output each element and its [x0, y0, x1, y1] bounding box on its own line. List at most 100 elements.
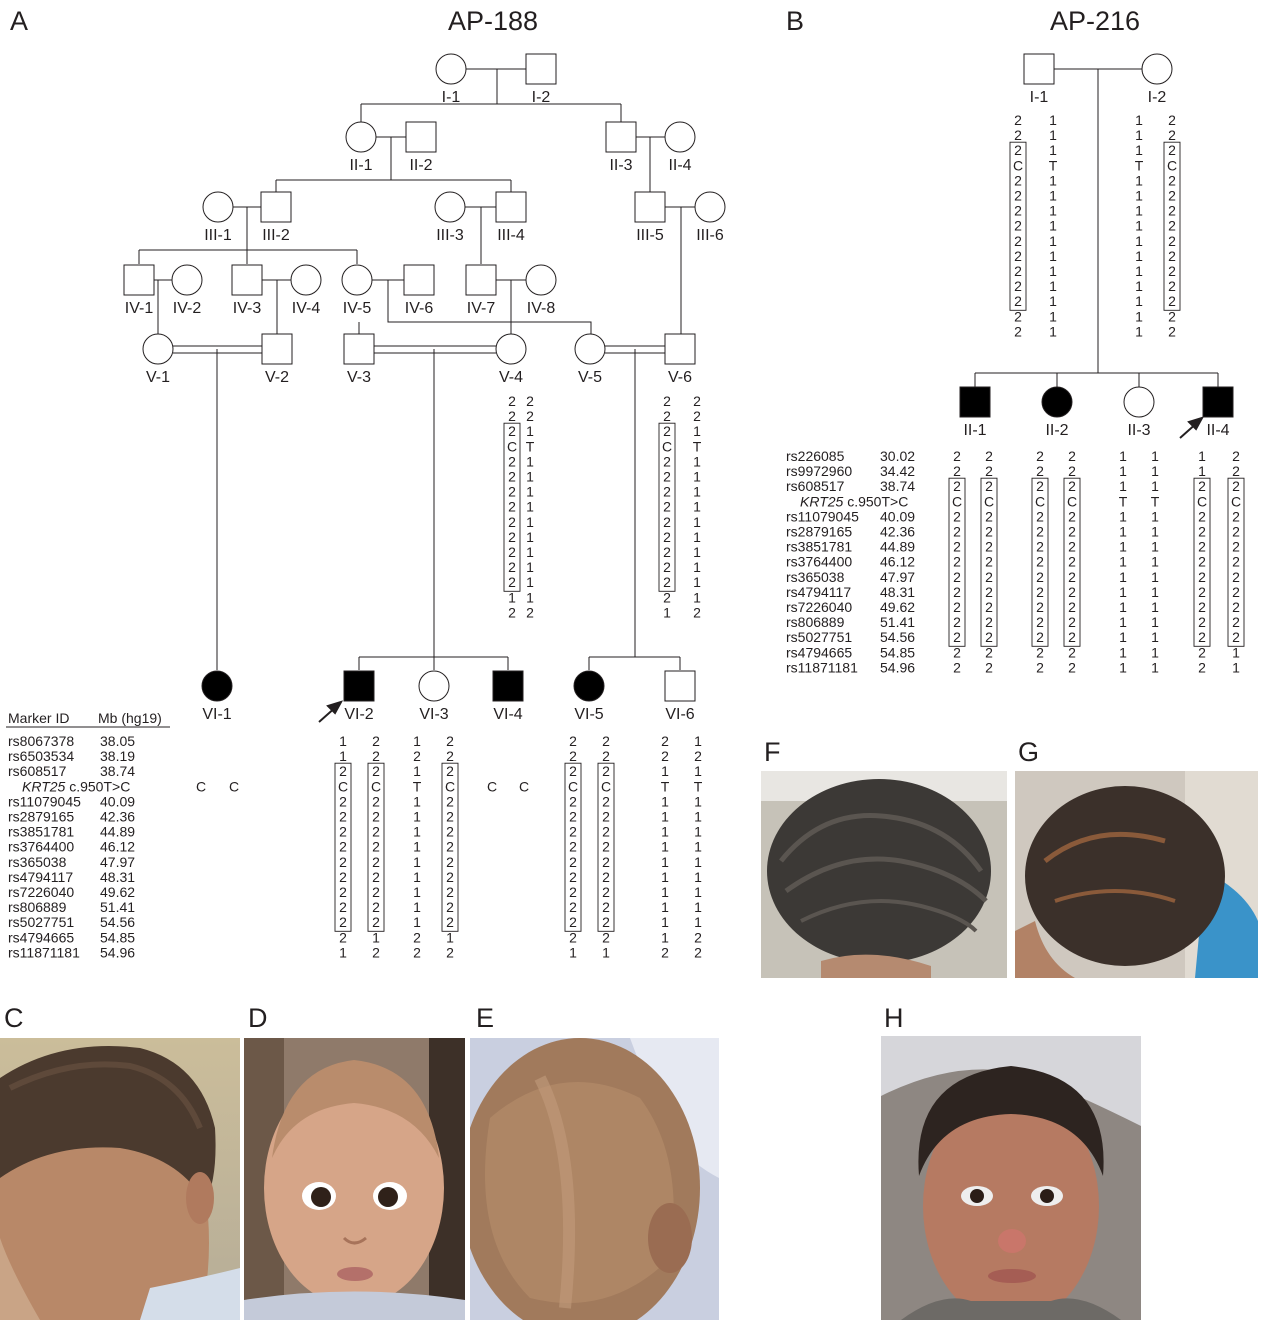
marker-mb: 40.09: [100, 793, 135, 809]
familyB-ii-3-allele: 1: [1151, 629, 1159, 645]
marker-mb: 49.62: [880, 599, 915, 615]
familyB-ii-2-allele: C: [1035, 493, 1045, 509]
familyA-vi-5-allele: 2: [602, 809, 610, 825]
familyB-i-1-allele: 1: [1049, 218, 1057, 234]
familyA-v-6-allele: 2: [663, 544, 671, 560]
familyA-vi-2-allele: 2: [372, 899, 380, 915]
familyB-ii-3-allele: 1: [1151, 599, 1159, 615]
familyB-i-2-allele: 1: [1135, 263, 1143, 279]
familyA-v-4-allele: 1: [526, 423, 534, 439]
familyB-ii-3-allele: 1: [1119, 524, 1127, 540]
familyA-vi-2-allele: 2: [372, 733, 380, 749]
fama-ii-3-label: II-3: [609, 157, 632, 174]
familyA-v-4-allele: 1: [526, 544, 534, 560]
marker-id: rs7226040: [786, 599, 852, 615]
familyB-ii-4-allele: 1: [1198, 448, 1206, 464]
familyB-ii-1-allele: 2: [953, 554, 961, 570]
familyA-vi-5-allele: 2: [602, 854, 610, 870]
fama-ii-3-male-symbol: [606, 122, 636, 152]
fama-ii-4-label: II-4: [668, 157, 691, 174]
fama-vi-5-label: VI-5: [574, 706, 603, 723]
panel-label-a: A: [10, 6, 28, 36]
familyA-vi-6-allele: 1: [694, 824, 702, 840]
familyB-i-1-allele: 1: [1049, 203, 1057, 219]
familyB-ii-3-allele: 1: [1119, 554, 1127, 570]
fama-i-1-label: I-1: [442, 89, 461, 106]
familyB-ii-2-allele: 2: [1068, 584, 1076, 600]
familyB-ii-4-allele: 2: [1198, 508, 1206, 524]
familyB-i-1-allele: 1: [1049, 233, 1057, 249]
familyB-i-1-allele: 2: [1014, 323, 1022, 339]
familyA-v-4-allele: T: [526, 438, 535, 454]
familyA-vi-3-allele: 2: [413, 944, 421, 960]
familyB-ii-3-allele: 1: [1151, 569, 1159, 585]
familyB-ii-1-allele: 2: [985, 584, 993, 600]
fama-v-4-label: V-4: [499, 369, 523, 386]
familyB-ii-3-allele: 1: [1119, 508, 1127, 524]
familyA-v-4-allele: 2: [508, 423, 516, 439]
familyA-v-4-allele: 1: [526, 453, 534, 469]
marker-mb: 40.09: [880, 508, 915, 524]
familyB-i-2-allele: 2: [1168, 127, 1176, 143]
fama-ii-1-label: II-1: [349, 157, 372, 174]
familyB-ii-3-allele: 1: [1151, 463, 1159, 479]
marker-id: rs7226040: [8, 884, 74, 900]
familyB-ii-2-allele: 2: [1036, 659, 1044, 675]
marker-mb: 30.02: [880, 448, 915, 464]
familyA-v-6-allele: 1: [693, 589, 701, 605]
familyA-vi-3-allele: 1: [413, 824, 421, 840]
familyB-ii-2-allele: 2: [1068, 478, 1076, 494]
familyB-ii-3-allele: 1: [1151, 614, 1159, 630]
familyB-ii-3-allele: 1: [1151, 448, 1159, 464]
familyA-vi-6-allele: 1: [694, 793, 702, 809]
familyA-v-6-allele: 2: [693, 393, 701, 409]
marker-header-mb: Mb (hg19): [98, 710, 162, 726]
familyA-v-6-allele: 2: [663, 408, 671, 424]
familyB-ii-2-allele: 2: [1036, 629, 1044, 645]
familyB-i-2-allele: 1: [1135, 188, 1143, 204]
familyA-v-4-allele: 2: [508, 408, 516, 424]
famb-i-2-label: I-2: [1148, 89, 1167, 106]
fama-i-2-label: I-2: [532, 89, 551, 106]
familyA-vi-2-allele: 2: [372, 748, 380, 764]
familyB-i-2-allele: 1: [1135, 218, 1143, 234]
familyA-vi-3-allele: 2: [446, 869, 454, 885]
familyB-i-1-allele: 1: [1049, 308, 1057, 324]
familyA-vi-6-allele: 1: [694, 854, 702, 870]
marker-row-krt25: KRT25 c.950T>C: [22, 778, 130, 794]
fama-iii-2-label: III-2: [262, 227, 290, 244]
familyA-vi-2-allele: 2: [372, 884, 380, 900]
fama-v-5-label: V-5: [578, 369, 602, 386]
familyB-i-2-allele: T: [1135, 157, 1144, 173]
familyB-i-1-allele: 2: [1014, 172, 1022, 188]
familyA-v-4-allele: 2: [508, 393, 516, 409]
familyB-i-1-allele: 2: [1014, 248, 1022, 264]
familyB-i-2-allele: 2: [1168, 323, 1176, 339]
familyA-vi-5-allele: 2: [569, 824, 577, 840]
marker-mb: 46.12: [880, 554, 915, 570]
familyB-i-1-allele: 2: [1014, 263, 1022, 279]
fama-v-6-label: V-6: [668, 369, 692, 386]
familyA-vi-6-allele: 1: [661, 854, 669, 870]
familyB-ii-1-allele: 2: [953, 629, 961, 645]
fama-iv-5-label: IV-5: [343, 300, 372, 317]
familyA-vi-5-allele: 1: [569, 944, 577, 960]
familyA-vi-2-allele: 2: [372, 824, 380, 840]
fama-iii-2-male-symbol: [261, 192, 291, 222]
familyB-ii-4-allele: 2: [1198, 599, 1206, 615]
familyB-ii-1-allele: 2: [953, 659, 961, 675]
familyB-ii-4-allele: 2: [1232, 463, 1240, 479]
familyB-ii-4-allele: 2: [1198, 659, 1206, 675]
marker-mb: 42.36: [100, 809, 135, 825]
familyB-i-2-allele: 1: [1135, 233, 1143, 249]
familyA-v-4-allele: 2: [508, 499, 516, 515]
familyB-ii-1-allele: 2: [953, 539, 961, 555]
familyB-ii-4-allele: 2: [1198, 629, 1206, 645]
familyA-v-4-allele: 1: [526, 499, 534, 515]
fama-iii-4-label: III-4: [497, 227, 525, 244]
familyB-i-1-allele: 2: [1014, 188, 1022, 204]
familyA-vi-6-allele: T: [661, 778, 670, 794]
familyA-vi-2-allele: 2: [372, 914, 380, 930]
familyA-vi-5-allele: 2: [569, 854, 577, 870]
photo-c-patient-side-view: [0, 1038, 240, 1320]
